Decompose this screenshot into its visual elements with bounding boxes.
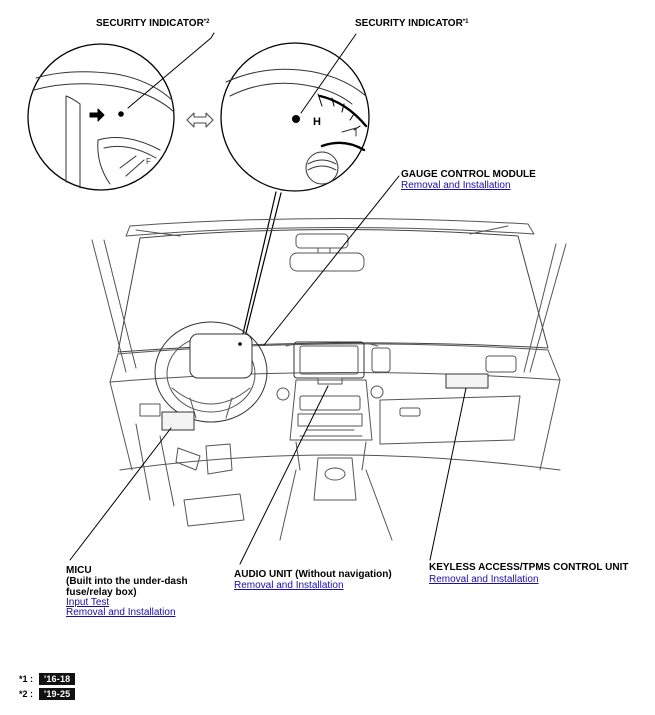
footnote-1: *1 : '16-18 [19, 673, 76, 685]
leader-keyless [429, 387, 467, 561]
footnote-2-model-years: '19-25 [39, 688, 76, 700]
micu-label: MICU [66, 565, 92, 576]
micu-description-line2: fuse/relay box) [66, 587, 137, 598]
equivalent-arrow-icon [186, 112, 214, 128]
fuel-full-mark: F [146, 157, 151, 166]
turn-arrow-icon [89, 108, 105, 122]
zoom-leader-lines [241, 191, 282, 342]
footnote-1-model-years: '16-18 [39, 673, 76, 685]
micu-removal-link[interactable]: Removal and Installation [66, 607, 176, 618]
leader-gauge-control-module [263, 175, 400, 346]
gauge-control-module-removal-link[interactable]: Removal and Installation [401, 180, 511, 191]
security-indicator-2-label: SECURITY INDICATOR*2 [96, 18, 210, 29]
magnified-view-2016: H [220, 42, 370, 192]
keyless-tpms-label: KEYLESS ACCESS/TPMS CONTROL UNIT [429, 562, 629, 573]
vehicle-interior [91, 217, 567, 541]
magnified-view-2019: F [27, 43, 175, 191]
gauge-control-module-label: GAUGE CONTROL MODULE [401, 169, 536, 180]
leader-security-1 [300, 33, 357, 114]
security-indicator-dot-1 [292, 115, 300, 123]
security-indicator-1-label: SECURITY INDICATOR*1 [355, 18, 469, 29]
leader-audio-unit [239, 385, 329, 565]
temp-hot-mark: H [313, 116, 321, 128]
footnote-2: *2 : '19-25 [19, 688, 76, 700]
footnote-2-mark: *2 : [19, 689, 34, 699]
audio-unit-removal-link[interactable]: Removal and Installation [234, 580, 344, 591]
micu-input-test-link[interactable]: Input Test [66, 597, 110, 608]
footnote-1-mark: *1 : [19, 674, 34, 684]
audio-unit-label: AUDIO UNIT (Without navigation) [234, 569, 392, 580]
security-indicator-dot-2 [118, 111, 124, 117]
leader-security-2 [127, 32, 215, 109]
keyless-tpms-removal-link[interactable]: Removal and Installation [429, 574, 539, 585]
micu-description-line1: (Built into the under-dash [66, 576, 188, 587]
leader-micu [69, 427, 172, 561]
